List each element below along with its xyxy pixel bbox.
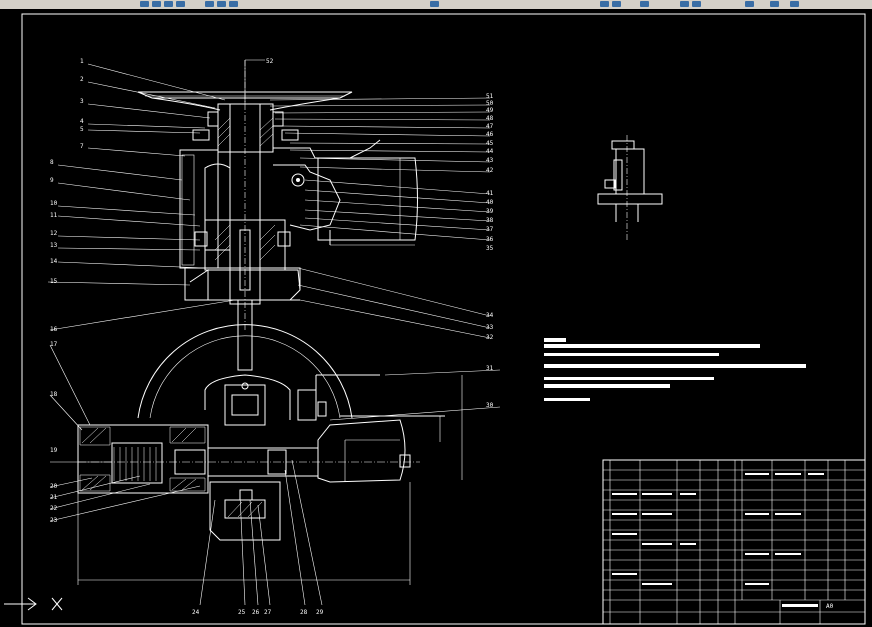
bottom-leaders xyxy=(199,459,323,606)
toolbar-button-icon[interactable] xyxy=(745,1,754,7)
toolbar-button-icon[interactable] xyxy=(164,1,173,7)
toolbar-button-icon[interactable] xyxy=(612,1,621,7)
title-block: A0 xyxy=(602,459,866,625)
gear-housing xyxy=(137,324,445,426)
callout-33: 33 xyxy=(486,324,494,331)
callout-28: 28 xyxy=(300,609,308,616)
toolbar-button-icon[interactable] xyxy=(205,1,214,7)
callout-7: 7 xyxy=(80,143,84,150)
callout-38: 38 xyxy=(486,217,494,224)
callout-29: 29 xyxy=(316,609,324,616)
bottom-callouts: 24 25 26 27 28 29 xyxy=(192,609,324,616)
worm-shaft-assembly xyxy=(77,375,463,585)
callout-8: 8 xyxy=(50,159,54,166)
callout-30: 30 xyxy=(486,402,494,409)
callout-25: 25 xyxy=(238,609,246,616)
callout-39: 39 xyxy=(486,208,494,215)
drawing-canvas[interactable]: 1 2 3 4 5 7 8 9 10 11 12 13 14 15 16 17 … xyxy=(0,9,872,627)
callout-20: 20 xyxy=(50,483,58,490)
callout-4: 4 xyxy=(80,118,84,125)
right-callouts: 51 50 49 48 47 46 45 44 43 42 41 40 39 3… xyxy=(266,58,494,409)
callout-27: 27 xyxy=(264,609,272,616)
toolbar-button-icon[interactable] xyxy=(692,1,701,7)
callout-11: 11 xyxy=(50,212,58,219)
callout-22: 22 xyxy=(50,505,58,512)
left-callouts: 1 2 3 4 5 7 8 9 10 11 12 13 14 15 16 17 … xyxy=(50,58,84,524)
drawing-frame xyxy=(21,13,866,625)
cad-drawing: 1 2 3 4 5 7 8 9 10 11 12 13 14 15 16 17 … xyxy=(4,13,866,625)
ucs-axis-icon[interactable] xyxy=(4,597,63,611)
callout-49: 49 xyxy=(486,107,494,114)
callout-16: 16 xyxy=(50,326,58,333)
toolbar-button-icon[interactable] xyxy=(140,1,149,7)
callout-32: 32 xyxy=(486,334,494,341)
callout-52: 52 xyxy=(266,58,274,65)
toolbar xyxy=(0,0,872,9)
toolbar-button-icon[interactable] xyxy=(152,1,161,7)
toolbar-button-icon[interactable] xyxy=(229,1,238,7)
callout-24: 24 xyxy=(192,609,200,616)
callout-44: 44 xyxy=(486,148,494,155)
callout-48: 48 xyxy=(486,115,494,122)
toolbar-button-icon[interactable] xyxy=(680,1,689,7)
callout-1: 1 xyxy=(80,58,84,65)
callout-42: 42 xyxy=(486,167,494,174)
callout-17: 17 xyxy=(50,341,58,348)
toolbar-button-icon[interactable] xyxy=(770,1,779,7)
callout-51: 51 xyxy=(486,93,494,100)
upper-assembly xyxy=(137,60,418,371)
scale-label: A0 xyxy=(826,603,834,610)
callout-50: 50 xyxy=(486,100,494,107)
callout-46: 46 xyxy=(486,131,494,138)
callout-34: 34 xyxy=(486,312,494,319)
callout-21: 21 xyxy=(50,494,58,501)
callout-23: 23 xyxy=(50,517,58,524)
callout-15: 15 xyxy=(50,278,58,285)
detail-view xyxy=(597,135,663,240)
callout-19: 19 xyxy=(50,447,58,454)
technical-notes xyxy=(544,338,806,401)
toolbar-button-icon[interactable] xyxy=(640,1,649,7)
callout-45: 45 xyxy=(486,140,494,147)
left-leaders xyxy=(47,63,236,522)
callout-13: 13 xyxy=(50,242,58,249)
callout-12: 12 xyxy=(50,230,58,237)
toolbar-button-icon[interactable] xyxy=(176,1,185,7)
toolbar-button-icon[interactable] xyxy=(430,1,439,7)
callout-43: 43 xyxy=(486,157,494,164)
callout-36: 36 xyxy=(486,236,494,243)
callout-40: 40 xyxy=(486,199,494,206)
callout-10: 10 xyxy=(50,200,58,207)
callout-37: 37 xyxy=(486,226,494,233)
callout-5: 5 xyxy=(80,126,84,133)
callout-35: 35 xyxy=(486,245,494,252)
callout-18: 18 xyxy=(50,391,58,398)
right-leaders xyxy=(244,59,501,421)
callout-9: 9 xyxy=(50,177,54,184)
callout-31: 31 xyxy=(486,365,494,372)
toolbar-button-icon[interactable] xyxy=(217,1,226,7)
toolbar-button-icon[interactable] xyxy=(600,1,609,7)
callout-26: 26 xyxy=(252,609,260,616)
callout-3: 3 xyxy=(80,98,84,105)
callout-41: 41 xyxy=(486,190,494,197)
callout-14: 14 xyxy=(50,258,58,265)
callout-2: 2 xyxy=(80,76,84,83)
toolbar-button-icon[interactable] xyxy=(790,1,799,7)
callout-47: 47 xyxy=(486,123,494,130)
